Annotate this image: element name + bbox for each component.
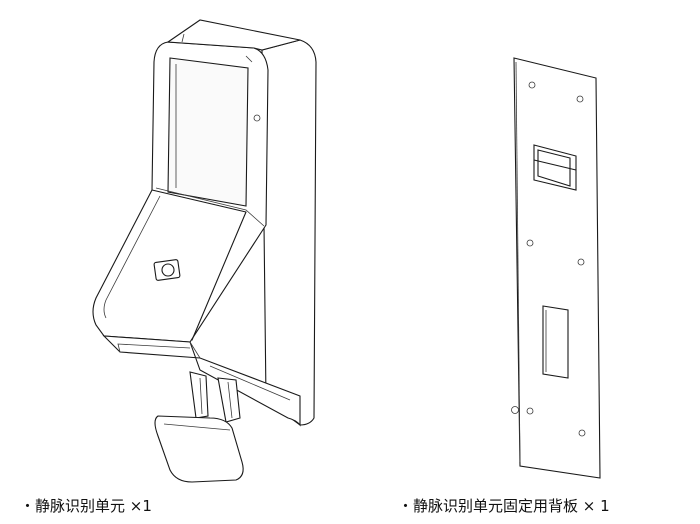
mounting-back-plate-drawing: [511, 57, 601, 479]
vein-recognition-unit-drawing: [92, 19, 317, 483]
caption-back-plate: ・静脉识别单元固定用背板 × 1: [398, 497, 610, 515]
display-screen: [167, 57, 249, 207]
caption-vein-unit: ・静脉识别单元 ×1: [20, 497, 152, 515]
vein-sensor-icon: [153, 259, 181, 281]
palm-rest: [154, 415, 244, 483]
